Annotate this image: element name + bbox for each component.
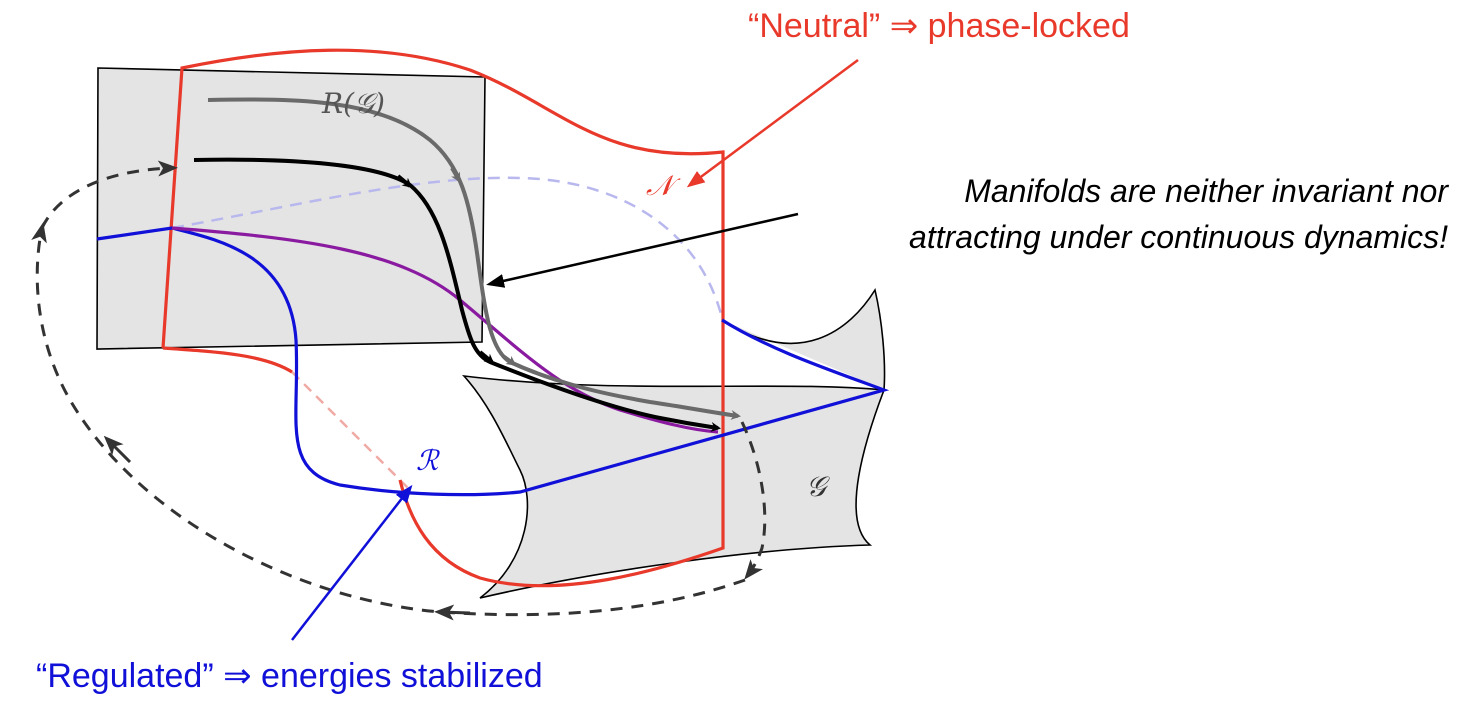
- neutral-manifold-lower-edge: [162, 346, 293, 374]
- mapped-trajectory-arrow-2: [501, 354, 517, 366]
- trajectory: [193, 157, 721, 432]
- regulated-curve-hidden: [171, 176, 724, 319]
- neutral-callout-arrow: [686, 58, 859, 188]
- return-loop-arrow-low: [434, 604, 471, 621]
- remark-line-1: Manifolds are neither invariant nor: [964, 173, 1448, 209]
- remark-arrow: [486, 212, 799, 288]
- regulated-manifold-boundary: [96, 226, 890, 497]
- return-loop-bottom: [31, 222, 746, 617]
- label-R: ℛ: [416, 444, 440, 477]
- trajectory-arrow-2: [478, 350, 495, 364]
- intersection-curve: [171, 226, 719, 434]
- trajectory-arrow-1: [396, 174, 413, 188]
- regulated-callout-arrow: [291, 484, 413, 641]
- mapped-trajectory-arrow-1: [450, 166, 461, 183]
- label-R-of-G: R(𝒢): [321, 87, 385, 120]
- intersection-surface: [461, 374, 886, 599]
- label-N: 𝒩: [646, 169, 681, 202]
- return-loop-right: [740, 421, 767, 580]
- mapped-trajectory: [207, 97, 741, 420]
- regulated-surface: [96, 67, 486, 350]
- return-loop-arrow-mid: [103, 435, 132, 464]
- return-loop-top: [40, 160, 178, 229]
- intersection-surface-ridge: [721, 287, 886, 391]
- remark-line-2: attracting under continuous dynamics!: [909, 219, 1448, 255]
- neutral-callout: “Neutral” ⇒ phase-locked: [748, 7, 1130, 45]
- neutral-curve-hidden: [291, 371, 411, 491]
- regulated-callout: “Regulated” ⇒ energies stabilized: [36, 657, 543, 695]
- remark-text: Manifolds are neither invariant nor attr…: [808, 168, 1448, 260]
- neutral-manifold-boundary: [161, 48, 725, 588]
